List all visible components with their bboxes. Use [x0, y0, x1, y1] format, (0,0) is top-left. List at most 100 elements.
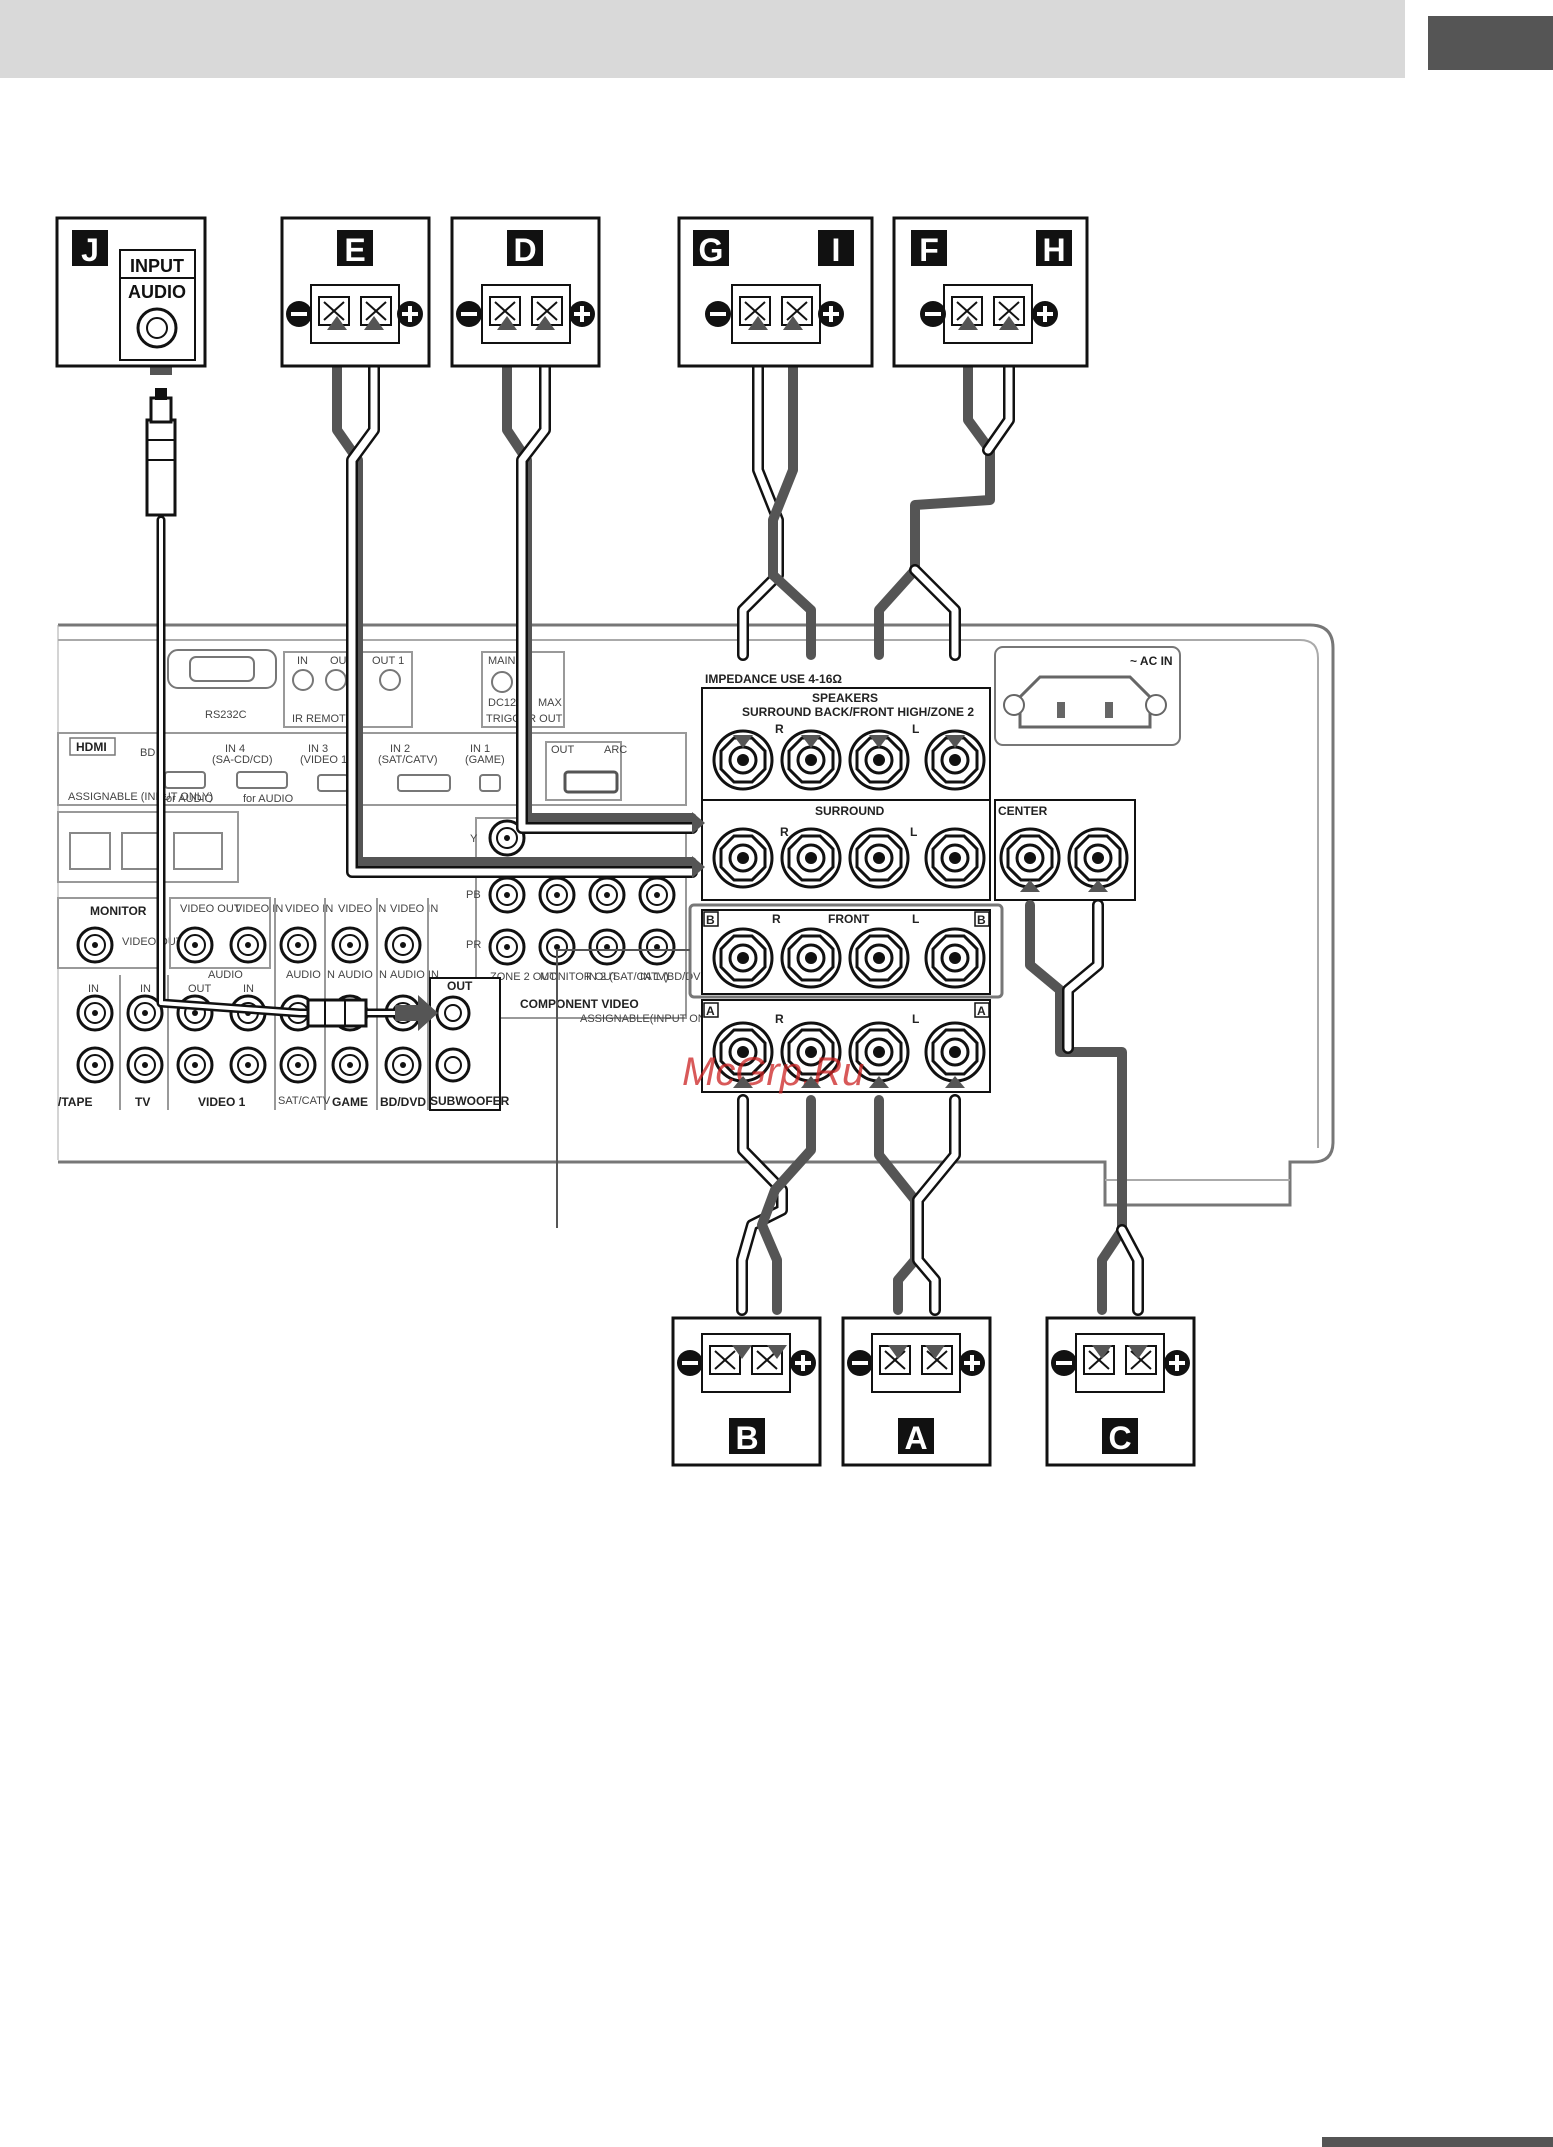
component-pb-label: PB: [466, 889, 481, 901]
footer-tab: [1322, 2137, 1553, 2147]
front-a-tag-right: A: [977, 1004, 986, 1018]
hdmi-in4-sub: (SA-CD/CD): [212, 754, 273, 766]
trigger-main-label: MAIN: [488, 655, 516, 667]
surround-l-label: L: [910, 825, 917, 839]
header-bar: [0, 0, 1405, 78]
hdmi-in2-label: IN 2: [390, 743, 410, 755]
speaker-j-letter: J: [81, 232, 99, 268]
speaker-box-d: D: [450, 216, 601, 368]
component-y-label: Y: [470, 833, 478, 845]
sb-l-label: L: [912, 722, 919, 736]
hdmi-bd-label: BD: [140, 747, 155, 759]
speakers-label: SPEAKERS: [812, 691, 878, 705]
component-in2-label: IN 2 (SAT/CATV): [586, 971, 669, 983]
video1-video-in-label: VIDEO IN: [235, 903, 283, 915]
ir-remote-label: IR REMOTE: [292, 713, 353, 725]
bddvd-video-in-label: VIDEO IN: [390, 903, 438, 915]
speaker-e-letter: E: [344, 232, 365, 268]
subwoofer-label: SUBWOOFER: [430, 1094, 510, 1108]
rca-plug-top: [140, 342, 182, 517]
speaker-g-letter: G: [699, 232, 724, 268]
front-a-tag-left: A: [706, 1004, 715, 1018]
speaker-d-letter: D: [513, 232, 536, 268]
front-b-tag-right: B: [977, 913, 986, 927]
rs232c-label: RS232C: [205, 709, 247, 721]
surround-r-label: R: [780, 825, 789, 839]
component-pr-label: PR: [466, 939, 481, 951]
satcatv-audio-in-label: AUDIO IN: [286, 969, 335, 981]
speaker-box-a: A: [841, 1316, 992, 1467]
satcatv-label: SAT/CATV: [278, 1095, 331, 1107]
speaker-box-j: J INPUT AUDIO: [55, 216, 207, 368]
front-label: FRONT: [828, 912, 870, 926]
callout-line: [556, 949, 690, 1228]
speaker-cables: [156, 344, 1144, 1316]
receiver-rear-panel: ~ AC IN RS232C IN OUT OUT 1 IR REMOTE MA…: [57, 623, 1335, 1207]
speaker-h-letter: H: [1042, 232, 1065, 268]
trigger-max-label: MAX: [538, 697, 563, 709]
speaker-b-letter: B: [735, 1420, 758, 1456]
game-video-in-label: VIDEO IN: [338, 903, 386, 915]
speaker-f-letter: F: [919, 232, 939, 268]
front-b-tag-left: B: [706, 913, 715, 927]
ir-out1-label: OUT 1: [372, 655, 404, 667]
monitor-out-label: MONITOR OUT: [540, 971, 618, 983]
tape-in-label: IN: [88, 983, 99, 995]
wire-arrows: [692, 735, 1108, 1088]
video1-out-label: OUT: [188, 983, 212, 995]
tape-label: /TAPE: [58, 1095, 92, 1109]
hdmi-in1-label: IN 1: [470, 743, 490, 755]
tv-in-label: IN: [140, 983, 151, 995]
tv-label: TV: [135, 1095, 150, 1109]
hdmi-arc-label: ARC: [604, 744, 627, 756]
speaker-i-letter: I: [832, 232, 841, 268]
rca-plug-sub: [306, 995, 438, 1031]
surround-label: SURROUND: [815, 804, 885, 818]
hdmi-assignable-label: ASSIGNABLE (INPUT ONLY): [68, 791, 213, 803]
impedance-label: IMPEDANCE USE 4-16Ω: [705, 672, 842, 686]
video1-video-out-label: VIDEO OUT: [180, 903, 241, 915]
input-label: INPUT: [130, 256, 184, 276]
front-a-l-label: L: [912, 1012, 919, 1026]
satcatv-video-in-label: VIDEO IN: [285, 903, 333, 915]
monitor-video-out-label: VIDEO OUT: [122, 936, 183, 948]
terminal-arrows: [327, 316, 1148, 1359]
watermark: McGrp.Ru: [682, 1050, 864, 1094]
subwoofer-out-label: OUT: [447, 979, 473, 993]
video1-label: VIDEO 1: [198, 1095, 246, 1109]
front-l-label: L: [912, 912, 919, 926]
video1-audio-label: AUDIO: [208, 969, 243, 981]
zone2-out-label: ZONE 2 OUT: [490, 971, 556, 983]
speaker-box-b: B: [671, 1316, 822, 1467]
monitor-label: MONITOR: [90, 904, 147, 918]
speaker-c-letter: C: [1108, 1420, 1131, 1456]
front-a-r-label: R: [775, 1012, 784, 1026]
audio-label: AUDIO: [128, 282, 186, 302]
speaker-box-gi: G I: [677, 216, 874, 368]
game-label: GAME: [332, 1095, 368, 1109]
center-label: CENTER: [998, 804, 1048, 818]
hdmi-in4-label: IN 4: [225, 743, 245, 755]
component-assignable-label: ASSIGNABLE(INPUT ONLY): [580, 1013, 722, 1025]
video1-in-label: IN: [243, 983, 254, 995]
surround-back-label: SURROUND BACK/FRONT HIGH/ZONE 2: [742, 705, 974, 719]
bddvd-label: BD/DVD: [380, 1095, 426, 1109]
ir-in-label: IN: [297, 655, 308, 667]
hdmi-label: HDMI: [76, 740, 107, 754]
sb-r-label: R: [775, 722, 784, 736]
speaker-a-letter: A: [904, 1420, 927, 1456]
front-r-label: R: [772, 912, 781, 926]
component-video-label: COMPONENT VIDEO: [520, 997, 639, 1011]
bddvd-audio-in-label: AUDIO IN: [390, 969, 439, 981]
trigger-dc-label: DC12V: [488, 697, 524, 709]
hdmi-for-audio-label-2: for AUDIO: [243, 793, 294, 805]
speaker-box-fh: F H: [892, 216, 1089, 368]
hdmi-in2-sub: (SAT/CATV): [378, 754, 437, 766]
hdmi-out-label: OUT: [551, 744, 575, 756]
hdmi-in3-sub: (VIDEO 1): [300, 754, 351, 766]
hdmi-for-audio-label: for AUDIO: [163, 793, 214, 805]
section-tab: [1428, 16, 1553, 70]
hdmi-in1-sub: (GAME): [465, 754, 505, 766]
game-audio-in-label: AUDIO IN: [338, 969, 387, 981]
